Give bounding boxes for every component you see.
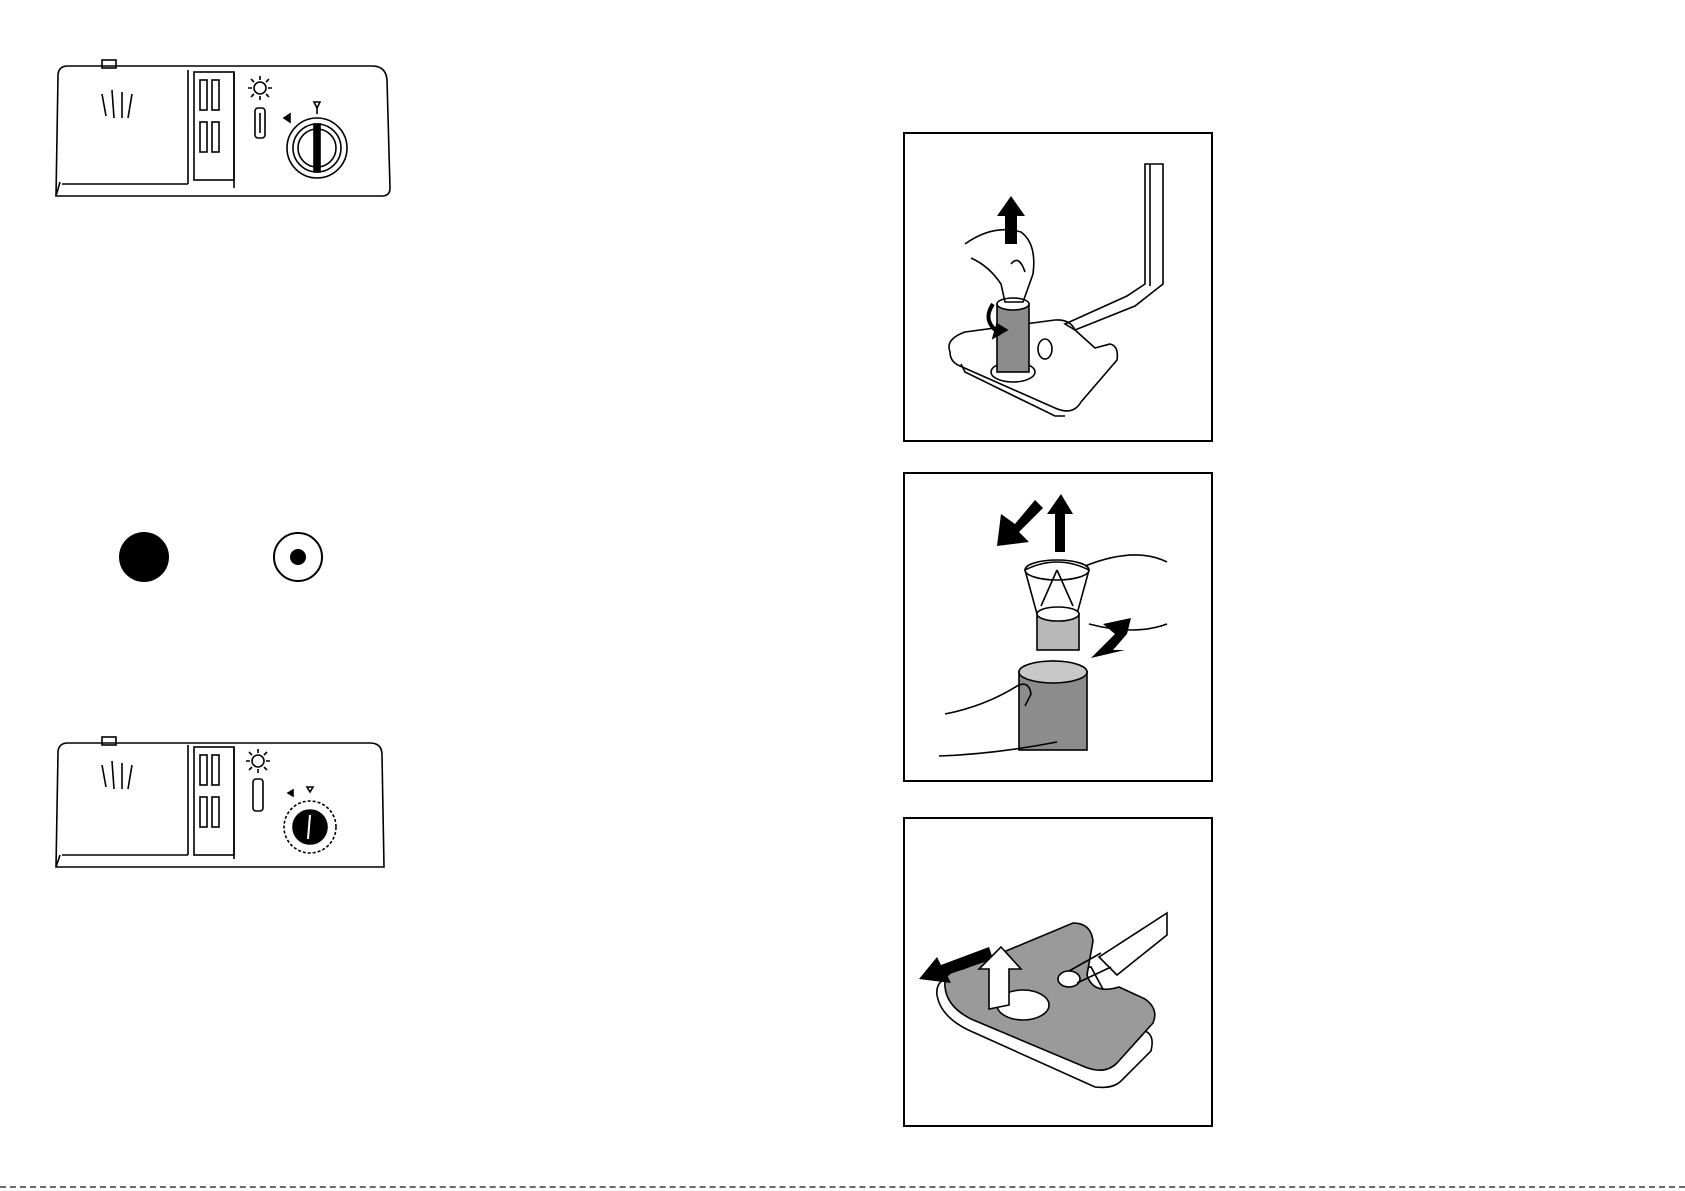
filter-removal-illustration (903, 132, 1213, 442)
filter-disassembly-illustration (903, 472, 1213, 782)
page-edge-rule (0, 1186, 1685, 1188)
rinse-aid-indicator-full-icon (117, 530, 171, 584)
detergent-dispenser-icon (52, 735, 387, 875)
rinse-aid-indicator-empty-icon (271, 530, 325, 584)
detergent-dispenser-icon (52, 58, 392, 203)
filter-plate-removal-illustration (903, 817, 1213, 1127)
